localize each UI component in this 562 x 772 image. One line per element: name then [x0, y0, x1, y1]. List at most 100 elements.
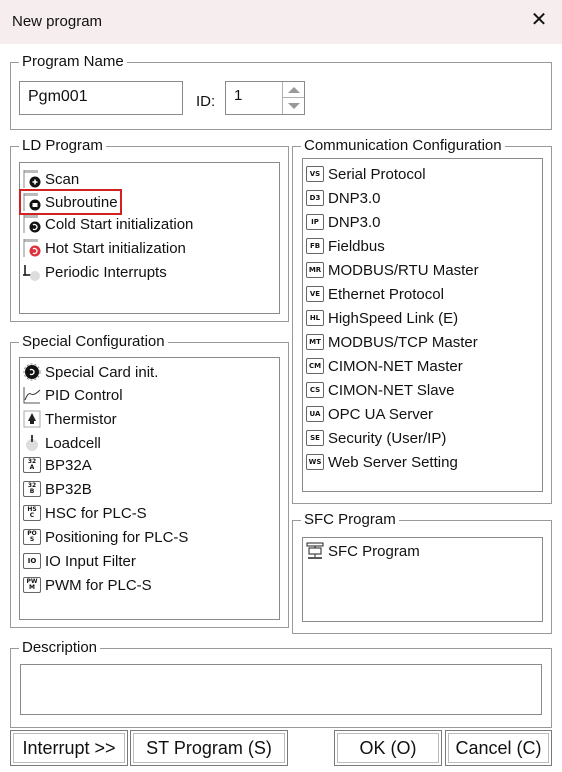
- special-item-label: HSC for PLC-S: [45, 504, 147, 522]
- st-program-button[interactable]: ST Program (S): [130, 730, 288, 766]
- id-decrement-button[interactable]: [283, 98, 304, 114]
- comm-item-label: OPC UA Server: [328, 405, 434, 423]
- communication-config-legend: Communication Configuration: [301, 137, 505, 155]
- ld-item-label: Hot Start initialization: [45, 239, 186, 257]
- cs-tag-icon: CS: [306, 381, 324, 399]
- ld-item-subroutine[interactable]: Subroutine: [19, 189, 122, 215]
- comm-item-label: CIMON-NET Slave: [328, 381, 455, 399]
- id-increment-button[interactable]: [283, 82, 304, 98]
- sfc-program-list[interactable]: SFC Program: [302, 537, 543, 622]
- ld-item-periodic-interrupts[interactable]: Periodic Interrupts: [23, 261, 167, 283]
- special-item-label: Positioning for PLC-S: [45, 528, 189, 546]
- sfc-item-label: SFC Program: [328, 542, 420, 560]
- d3-tag-icon: D3: [306, 189, 324, 207]
- subroutine-icon: [23, 193, 41, 211]
- ve-tag-icon: VE: [306, 285, 324, 303]
- id-stepper[interactable]: 1: [225, 81, 305, 115]
- special-item-thermistor[interactable]: Thermistor: [23, 408, 117, 430]
- special-item-io-filter[interactable]: IO IO Input Filter: [23, 550, 136, 572]
- description-input[interactable]: [20, 664, 542, 715]
- ld-item-cold-start[interactable]: Cold Start initialization: [23, 213, 193, 235]
- close-icon[interactable]: ✕: [530, 9, 548, 31]
- special-config-group: Special Configuration Special Card init.…: [10, 333, 289, 628]
- ok-button-label: OK (O): [359, 737, 417, 758]
- ws-tag-icon: WS: [306, 453, 324, 471]
- thermistor-icon: [23, 410, 41, 428]
- ip-tag-icon: IP: [306, 213, 324, 231]
- comm-item-label: DNP3.0: [328, 189, 381, 207]
- comm-item-label: MODBUS/RTU Master: [328, 261, 479, 279]
- special-config-list[interactable]: Special Card init. PID Control Thermisto…: [19, 357, 280, 620]
- interrupt-button[interactable]: Interrupt >>: [10, 730, 128, 766]
- vs-tag-icon: VS: [306, 165, 324, 183]
- cm-tag-icon: CM: [306, 357, 324, 375]
- st-program-button-label: ST Program (S): [146, 737, 272, 758]
- special-item-label: BP32B: [45, 480, 92, 498]
- special-config-legend: Special Configuration: [19, 333, 168, 351]
- window-title: New program: [12, 13, 103, 30]
- special-item-card-init[interactable]: Special Card init.: [23, 361, 158, 383]
- special-item-loadcell[interactable]: Loadcell: [23, 432, 101, 454]
- special-item-label: PID Control: [45, 386, 123, 404]
- cancel-button-label: Cancel (C): [455, 737, 542, 758]
- ld-item-label: Scan: [45, 170, 80, 188]
- comm-item-label: Web Server Setting: [328, 453, 458, 471]
- comm-item-label: HighSpeed Link (E): [328, 309, 459, 327]
- id-label: ID:: [196, 93, 216, 110]
- ua-tag-icon: UA: [306, 405, 324, 423]
- special-item-pid[interactable]: PID Control: [23, 384, 123, 406]
- special-item-label: Loadcell: [45, 434, 101, 452]
- mr-tag-icon: MR: [306, 261, 324, 279]
- ld-item-hot-start[interactable]: Hot Start initialization: [23, 237, 186, 259]
- interrupt-button-label: Interrupt >>: [22, 737, 116, 758]
- chevron-up-icon: [287, 86, 300, 93]
- pid-icon: [23, 386, 41, 404]
- sfc-program-group: SFC Program SFC Program: [292, 511, 552, 634]
- program-name-legend: Program Name: [19, 53, 127, 71]
- special-item-label: PWM for PLC-S: [45, 576, 152, 594]
- comm-item-label: Fieldbus: [328, 237, 385, 255]
- special-item-label: Thermistor: [45, 410, 117, 428]
- ok-button[interactable]: OK (O): [334, 730, 442, 766]
- ld-item-scan[interactable]: Scan: [23, 168, 79, 190]
- comm-item-label: Security (User/IP): [328, 429, 447, 447]
- ld-program-group: LD Program Scan Subroutine Cold Start in…: [10, 137, 289, 322]
- title-bar: New program ✕: [0, 0, 562, 44]
- description-legend: Description: [19, 639, 101, 657]
- cancel-button[interactable]: Cancel (C): [445, 730, 552, 766]
- program-name-input[interactable]: Pgm001: [19, 81, 183, 115]
- ld-program-list[interactable]: Scan Subroutine Cold Start initializatio…: [19, 162, 280, 314]
- comm-item-label: MODBUS/TCP Master: [328, 333, 478, 351]
- description-group: Description: [10, 639, 552, 728]
- sfc-item[interactable]: SFC Program: [306, 540, 420, 562]
- scan-icon: [23, 170, 41, 188]
- periodic-interrupt-icon: [23, 263, 41, 281]
- sfc-icon: [306, 542, 324, 560]
- hl-tag-icon: HL: [306, 309, 324, 327]
